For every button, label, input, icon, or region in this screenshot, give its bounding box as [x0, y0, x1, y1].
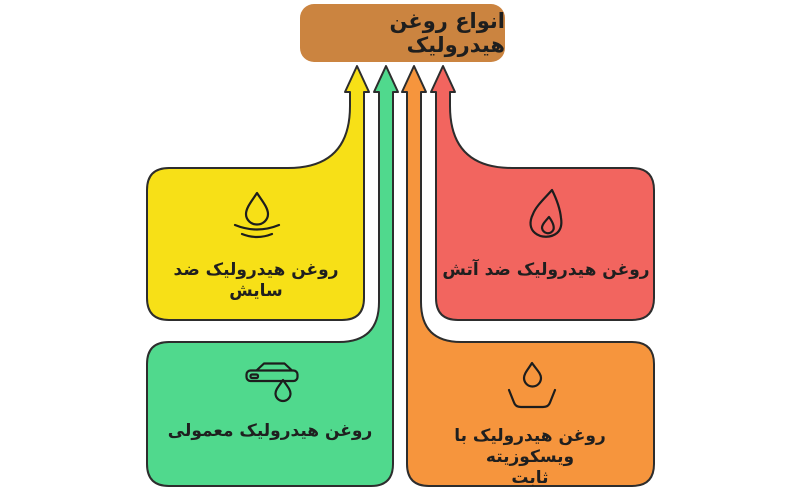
node-fire-resistant-shape [430, 65, 655, 321]
node-constant-viscosity-label-line2: ثابت [511, 468, 549, 488]
node-ordinary-shape [146, 65, 399, 487]
node-fire-resistant-label: روغن هیدرولیک ضد آتش [442, 260, 650, 280]
title-box [300, 4, 505, 62]
car-wash-icon [245, 362, 299, 403]
node-anti-wear-label: روغن هیدرولیک ضد سایش [173, 260, 339, 301]
oil-container-icon [507, 361, 557, 409]
node-ordinary-label: روغن هیدرولیک معمولی [167, 421, 373, 441]
flame-icon [529, 188, 563, 238]
node-constant-viscosity-label-line1: روغن هیدرولیک با ویسکوزیته [454, 426, 606, 467]
node-constant-viscosity-shape [401, 65, 655, 487]
page-title: انواع روغن هیدرولیک [389, 9, 506, 57]
water-drop-ripple-icon [233, 191, 281, 239]
node-constant-viscosity-label: روغن هیدرولیک با ویسکوزیته ثابت [412, 426, 648, 489]
